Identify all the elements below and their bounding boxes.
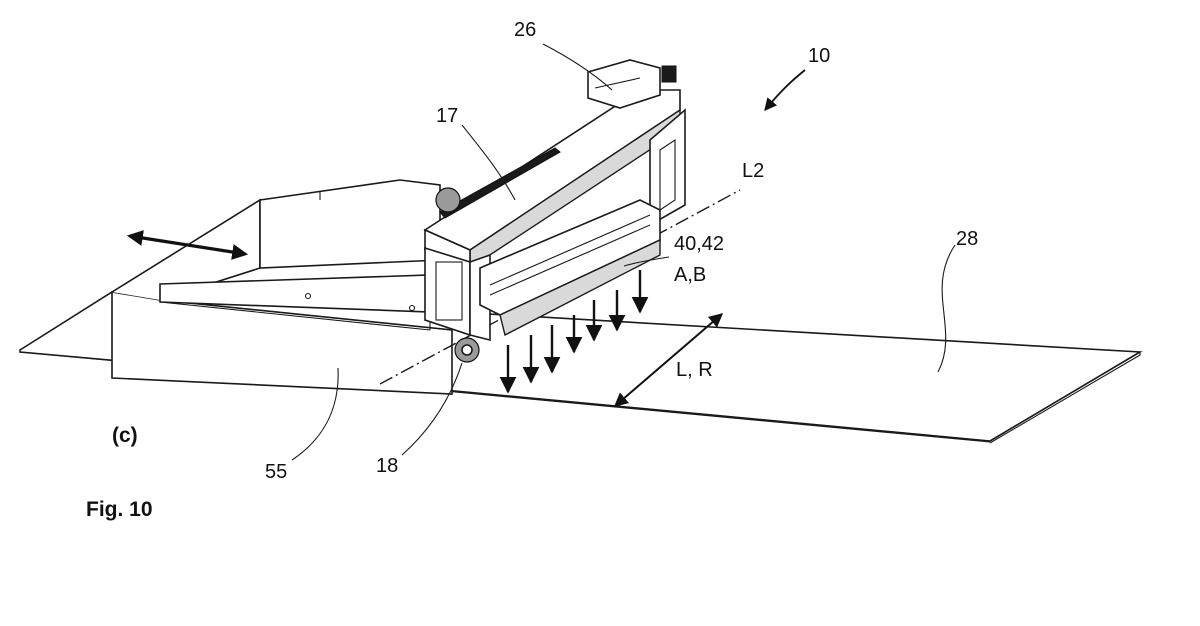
figure-label: Fig. 10 xyxy=(86,498,153,521)
ref-label-18: 18 xyxy=(376,455,398,477)
ref-label-55: 55 xyxy=(265,461,287,483)
panel-label: (c) xyxy=(112,424,138,447)
ref-label-40-42: 40,42 xyxy=(674,233,724,255)
ref-label-a-b: A,B xyxy=(674,264,706,286)
gantry-frame xyxy=(425,60,685,362)
ref-label-17: 17 xyxy=(436,105,458,127)
ref-label-26: 26 xyxy=(514,19,536,41)
ref-label-l2: L2 xyxy=(742,160,764,182)
ref-label-28: 28 xyxy=(956,228,978,250)
ref-label-l-r: L, R xyxy=(676,359,713,381)
ref-label-10: 10 xyxy=(808,45,830,67)
